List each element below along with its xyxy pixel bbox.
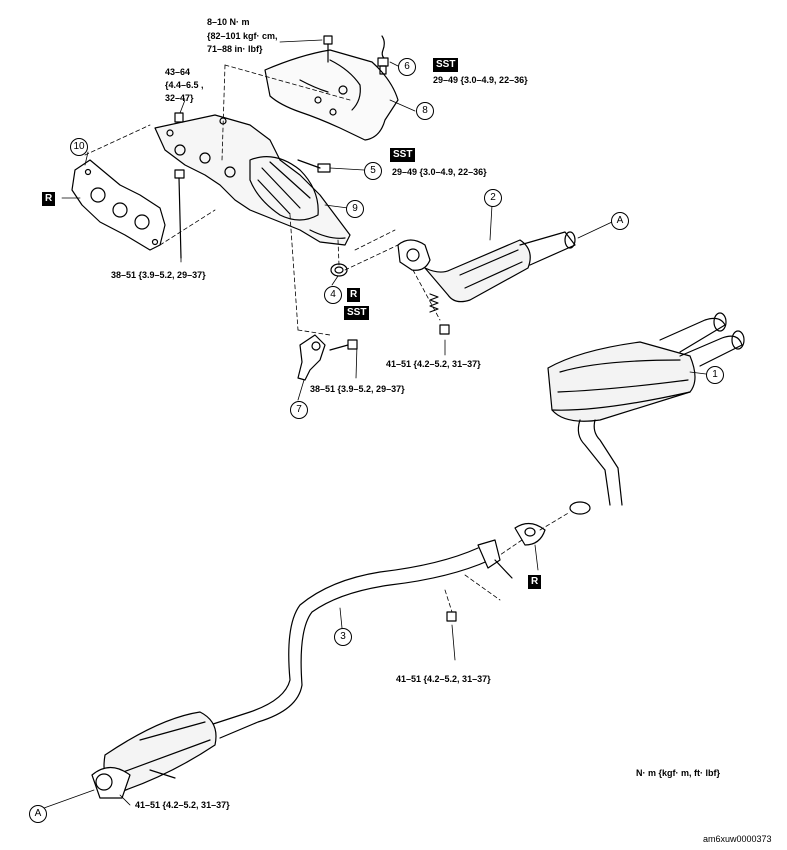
torque-middle-nut: 41–51 {4.2–5.2, 31–37} [396,674,491,684]
torque-manifold-bolt: 38–51 {3.9–5.2, 29–37} [111,270,206,280]
figure-code: am6xuw0000373 [703,834,772,844]
torque-bracket-bolt: 38–51 {3.9–5.2, 29–37} [310,384,405,394]
torque-front-nut: 41–51 {4.2–5.2, 31–37} [135,800,230,810]
sst-tag-gasket4: SST [344,306,370,320]
units-legend: N· m {kgf· m, ft· lbf} [636,768,720,778]
callout-9: 9 [346,200,364,218]
torque-manifold-nut-line2: {4.4–6.5 , [165,80,204,90]
callout-2: 2 [484,189,502,207]
callout-4: 4 [324,286,342,304]
exhaust-manifold [154,114,351,246]
leader-lines [43,39,707,809]
cat-spring-bolt [429,293,450,335]
assembly-guide-lines [84,64,571,613]
middle-flange-nut [446,611,457,622]
r-tag-gasket4: R [347,288,361,302]
callout-a-bottom: A [29,805,47,823]
torque-insulator-bolt-line2: {82–101 kgf· cm, [207,31,278,41]
torque-manifold-nut-line3: 32–47} [165,93,194,103]
callout-8: 8 [416,102,434,120]
middle-pipe [91,539,513,799]
torque-sensor6: 29–49 {3.0–4.9, 22–36} [433,75,528,85]
torque-manifold-nut-line1: 43–64 [165,67,191,77]
sst-tag-sensor5: SST [390,148,416,162]
manifold-stud-bolt [174,169,185,259]
rear-flange-gasket [514,522,546,546]
r-tag-gasket10: R [42,192,56,206]
callout-10: 10 [70,138,88,156]
bracket [297,334,358,381]
callout-6: 6 [398,58,416,76]
oxygen-sensor-rear [377,35,389,75]
sst-tag-sensor6: SST [433,58,459,72]
callout-3: 3 [334,628,352,646]
torque-insulator-bolt-line3: 71–88 in· lbf} [207,44,263,54]
r-tag-rear-gasket: R [528,575,542,589]
callout-5: 5 [364,162,382,180]
insulator-bolt [323,35,333,63]
callout-7: 7 [290,401,308,419]
manifold-gasket [71,159,166,251]
manifold-nut [174,112,184,123]
callout-a-top: A [611,212,629,230]
front-catalytic-converter [397,231,576,303]
torque-sensor5: 29–49 {3.0–4.9, 22–36} [392,167,487,177]
torque-insulator-bolt-line1: 8–10 N· m [207,17,250,27]
torque-cat-nut: 41–51 {4.2–5.2, 31–37} [386,359,481,369]
oxygen-sensor-front [297,159,331,173]
main-silencer [547,312,745,515]
callout-1: 1 [706,366,724,384]
heat-insulator-upper [264,49,399,141]
